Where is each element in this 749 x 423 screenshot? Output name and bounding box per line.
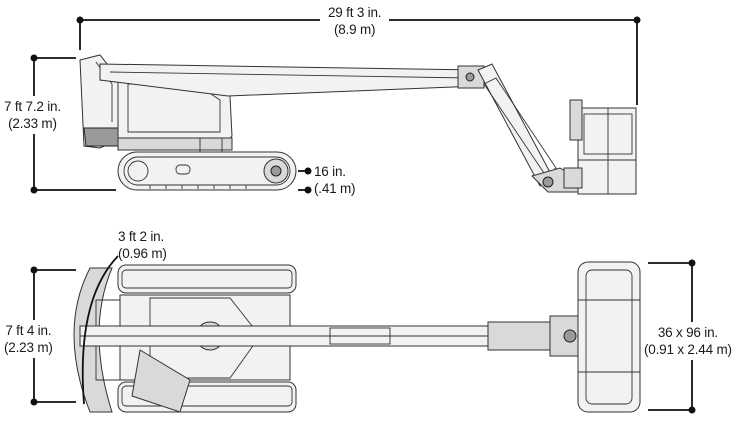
platform-size-label: 36 x 96 in. (0.91 x 2.44 m) — [644, 322, 732, 360]
machine-width-imperial: 7 ft 4 in. — [5, 323, 52, 338]
platform-top — [577, 261, 641, 413]
machine-width-metric: (2.23 m) — [4, 340, 53, 355]
ground-clearance-label: 16 in. (.41 m) — [314, 163, 356, 197]
tail-swing-label: 3 ft 2 in. (0.96 m) — [118, 228, 167, 262]
machine-width-label: 7 ft 4 in. (2.23 m) — [4, 320, 53, 358]
top-view — [73, 261, 641, 413]
overall-length-label: 29 ft 3 in. (8.9 m) — [320, 4, 390, 38]
main-boom — [99, 63, 485, 97]
tail-swing-metric: (0.96 m) — [118, 246, 167, 261]
tail-swing-imperial: 3 ft 2 in. — [118, 229, 165, 244]
platform-size-metric: (0.91 x 2.44 m) — [644, 342, 732, 357]
ground-clearance-imperial: 16 in. — [314, 164, 346, 179]
boom-top — [79, 315, 581, 357]
overall-length-metric: (8.9 m) — [333, 22, 376, 37]
side-view — [79, 54, 637, 195]
stowed-height-imperial: 7 ft 7.2 in. — [4, 99, 61, 114]
ground-clearance-metric: (.41 m) — [314, 181, 356, 196]
dimension-lines — [30, 16, 696, 414]
platform-size-imperial: 36 x 96 in. — [657, 325, 718, 340]
stowed-height-metric: (2.33 m) — [8, 116, 57, 131]
crawler-track — [117, 151, 297, 191]
platform-basket — [563, 99, 637, 195]
stowed-height-label: 7 ft 7.2 in. (2.33 m) — [4, 96, 61, 134]
overall-length-imperial: 29 ft 3 in. — [328, 5, 382, 20]
